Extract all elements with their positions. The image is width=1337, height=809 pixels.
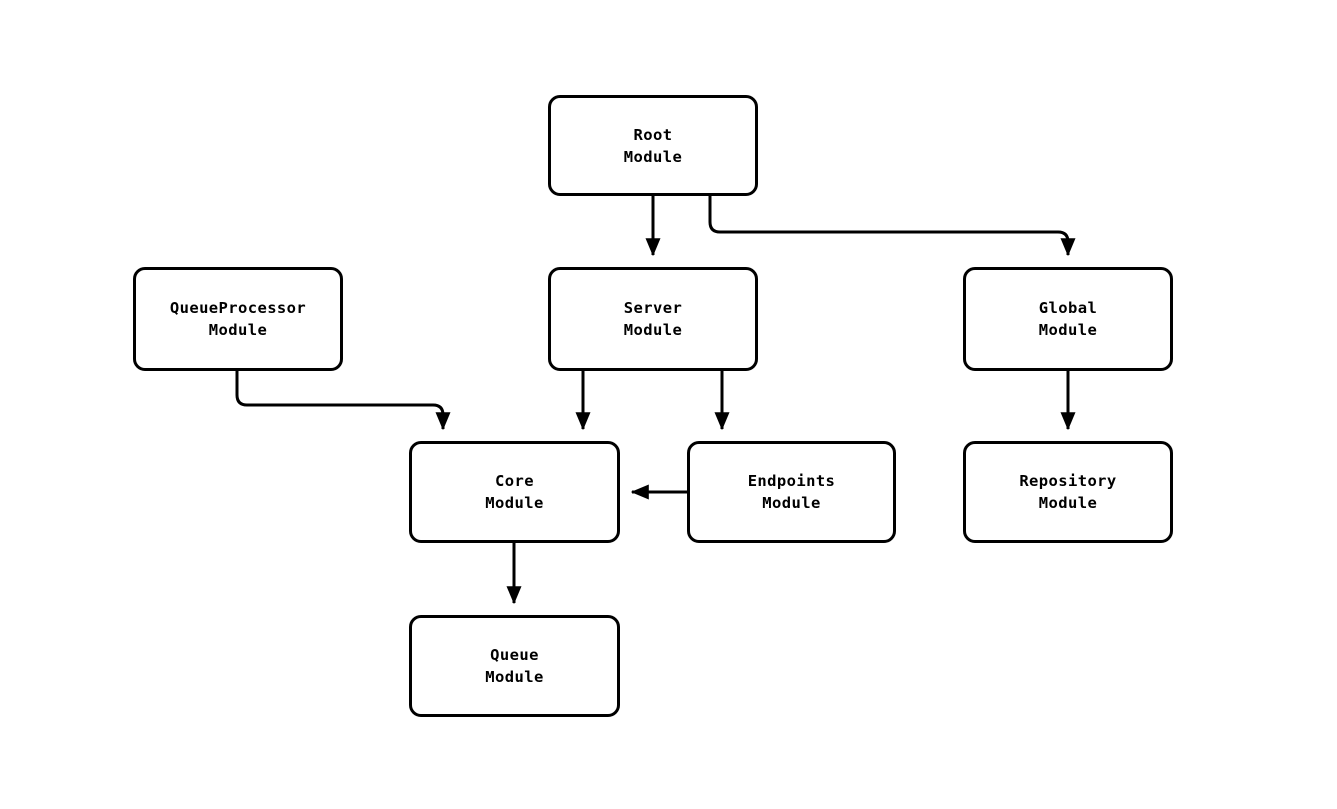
node-root-label-line1: Root — [633, 125, 673, 144]
node-global-label-line2: Module — [1038, 321, 1098, 339]
edge-queueprocessor-to-core — [235, 371, 451, 431]
node-core-label-line2: Module — [485, 494, 544, 512]
node-root[interactable]: Root Module — [548, 95, 758, 196]
node-core[interactable]: Core Module — [409, 441, 620, 543]
node-endpoints-label-line1: Endpoints — [747, 472, 836, 490]
node-queue-label-line1: Queue — [490, 646, 539, 664]
node-server[interactable]: Server Module — [548, 267, 758, 371]
node-repository-label-line2: Module — [1038, 494, 1098, 512]
node-queue[interactable]: Queue Module — [409, 615, 620, 717]
node-endpoints-label-line2: Module — [762, 494, 821, 512]
node-global-label-line1: Global — [1038, 299, 1098, 317]
node-repository[interactable]: Repository Module — [963, 441, 1173, 543]
node-server-label-line1: Server — [623, 299, 683, 317]
node-root-label-line2: Module — [623, 147, 683, 166]
node-global[interactable]: Global Module — [963, 267, 1173, 371]
node-queueprocessor[interactable]: QueueProcessor Module — [133, 267, 343, 371]
edge-root-to-global — [708, 196, 1076, 257]
node-endpoints[interactable]: Endpoints Module — [687, 441, 896, 543]
node-queue-label-line2: Module — [485, 668, 544, 686]
node-queueprocessor-label-line2: Module — [208, 321, 268, 339]
node-core-label-line1: Core — [495, 472, 534, 490]
node-repository-label-line1: Repository — [1019, 472, 1117, 490]
node-queueprocessor-label-line1: QueueProcessor — [169, 299, 307, 317]
node-server-label-line2: Module — [623, 321, 683, 339]
